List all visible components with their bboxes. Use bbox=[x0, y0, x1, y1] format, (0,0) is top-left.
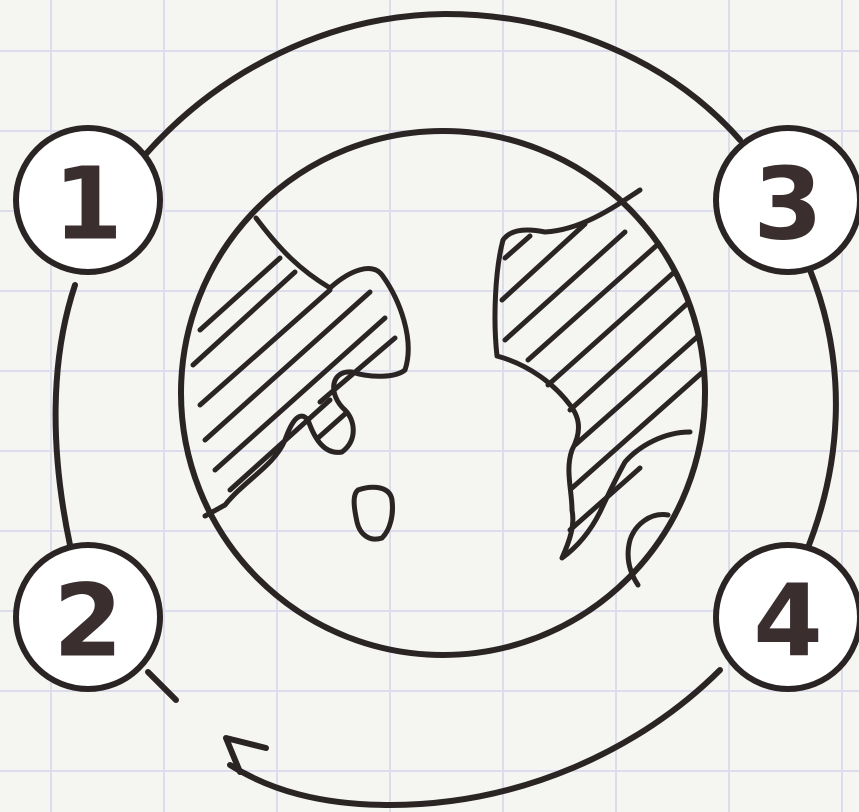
cycle-ring-left bbox=[56, 285, 75, 545]
continent-left bbox=[193, 218, 408, 539]
step-label-3: 3 bbox=[753, 146, 823, 263]
step-badge-1: 1 bbox=[16, 128, 160, 272]
step-label-4: 4 bbox=[753, 563, 823, 680]
continent-right bbox=[495, 190, 705, 585]
step-badge-2: 2 bbox=[16, 545, 160, 689]
cycle-tail bbox=[148, 672, 176, 700]
globe-icon bbox=[181, 131, 705, 655]
step-badge-4: 4 bbox=[716, 545, 859, 689]
step-badge-3: 3 bbox=[716, 128, 859, 272]
island-right bbox=[628, 515, 668, 585]
step-label-1: 1 bbox=[53, 146, 123, 263]
island bbox=[354, 487, 392, 539]
step-label-2: 2 bbox=[53, 563, 123, 680]
